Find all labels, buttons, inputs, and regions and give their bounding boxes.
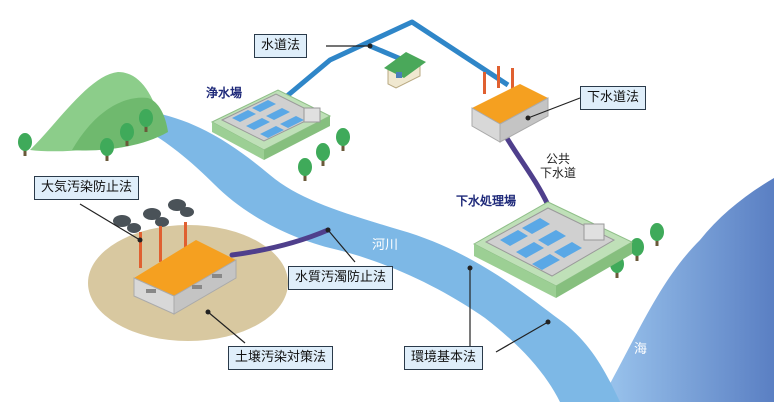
law-label-kankyou: 環境基本法 xyxy=(404,346,484,370)
sea-label: 海 xyxy=(634,342,648,357)
public-sewer-label: 公共 下水道 xyxy=(540,152,576,180)
law-label-dojou: 土壌汚染対策法 xyxy=(228,346,334,370)
sewer-pipe xyxy=(229,132,551,258)
law-label-suishitsu: 水質汚濁防止法 xyxy=(288,266,394,290)
law-label-taiki: 大気汚染防止法 xyxy=(34,176,140,200)
river-label: 河川 xyxy=(372,238,399,253)
sewage-treatment-plant xyxy=(472,201,634,298)
polluting-factory xyxy=(133,222,237,315)
sea xyxy=(600,178,774,402)
water-purification-plant-label: 浄水場 xyxy=(206,86,243,100)
smoke xyxy=(113,199,194,233)
law-label-gesuidou: 下水道法 xyxy=(580,86,647,110)
water-purification-plant xyxy=(210,89,332,160)
sewer-factory xyxy=(471,66,549,143)
public-sewer-label-line2: 下水道 xyxy=(540,166,577,180)
public-sewer-label-line1: 公共 xyxy=(546,152,571,166)
river xyxy=(145,112,620,402)
leader-dots xyxy=(137,43,551,325)
sewage-treatment-plant-label: 下水処理場 xyxy=(456,194,517,208)
trees xyxy=(18,109,664,278)
leader-lines xyxy=(79,45,581,353)
house xyxy=(384,52,426,89)
law-label-suidou: 水道法 xyxy=(254,34,308,58)
